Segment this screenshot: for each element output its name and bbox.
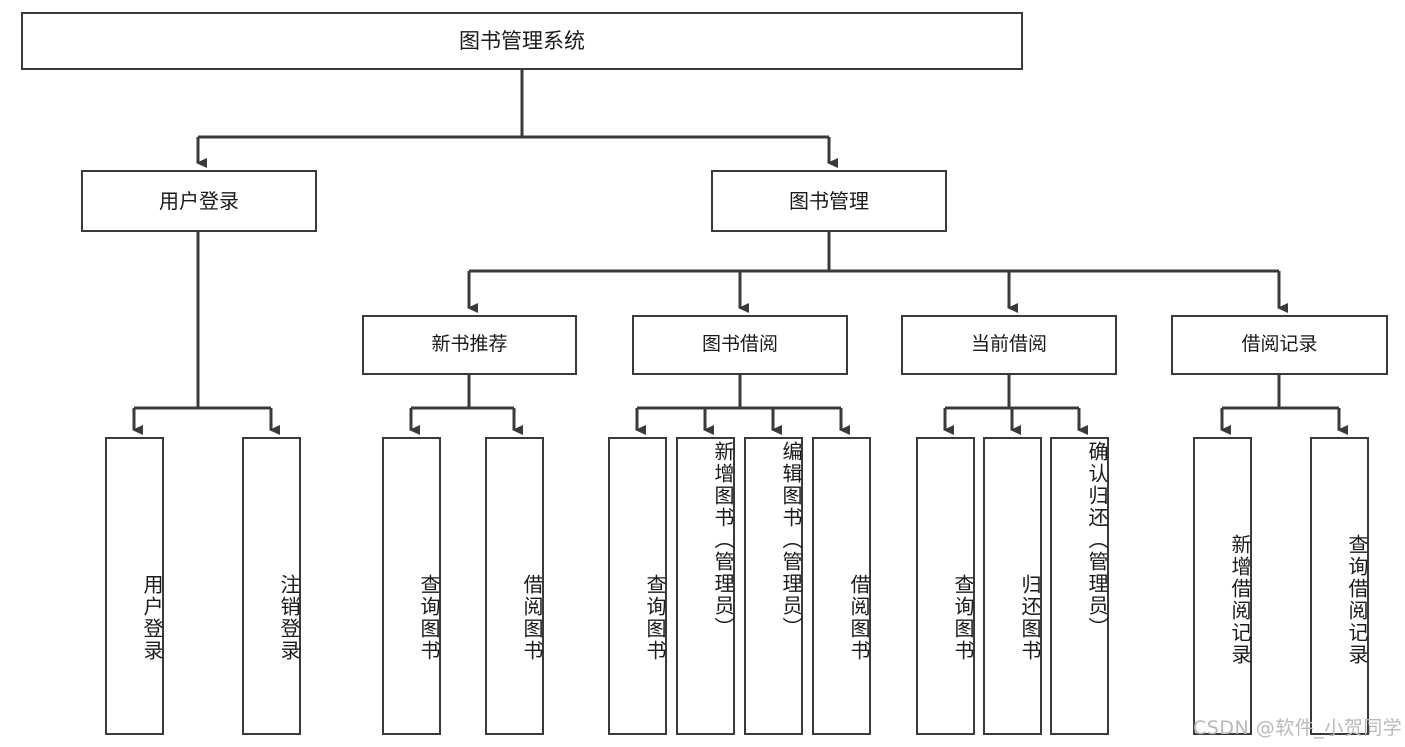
leaf-new-book-query-books[interactable]: 查询图书 (382, 437, 441, 735)
node-borrow-record[interactable]: 借阅记录 (1171, 315, 1388, 375)
node-label: 图书管理系统 (459, 28, 585, 53)
leaf-book-borrow-query-books[interactable]: 查询图书 (608, 437, 667, 735)
csdn-watermark: CSDN @软件_小贺同学 (1193, 717, 1403, 739)
leaf-borrow-record-query-record[interactable]: 查询借阅记录 (1310, 437, 1369, 735)
node-label: 当前借阅 (970, 333, 1047, 356)
leaf-current-borrow-return-books[interactable]: 归还图书 (983, 437, 1042, 735)
node-user-login[interactable]: 用户登录 (81, 170, 317, 232)
node-label: 编辑图书（管理员） (779, 441, 803, 639)
node-label: 借阅图书 (520, 574, 544, 662)
node-label: 用户登录 (159, 188, 239, 213)
node-label: 图书管理 (789, 188, 869, 213)
leaf-user-login-logout[interactable]: 注销登录 (242, 437, 301, 735)
node-label: 新增借阅记录 (1228, 534, 1252, 666)
node-label: 注销登录 (277, 574, 301, 662)
node-label: 新书推荐 (431, 333, 508, 356)
node-book-borrow[interactable]: 图书借阅 (632, 315, 848, 375)
node-label: 查询图书 (417, 574, 441, 662)
leaf-current-borrow-confirm-return-admin[interactable]: 确认归还（管理员） (1050, 437, 1109, 735)
node-label: 查询借阅记录 (1345, 534, 1369, 666)
node-label: 借阅图书 (847, 574, 871, 662)
node-book-management[interactable]: 图书管理 (711, 170, 947, 232)
node-label: 新增图书（管理员） (711, 441, 735, 639)
node-label: 确认归还（管理员） (1085, 441, 1109, 639)
node-label: 归还图书 (1018, 574, 1042, 662)
node-label: 查询图书 (951, 574, 975, 662)
leaf-book-borrow-edit-book-admin[interactable]: 编辑图书（管理员） (744, 437, 803, 735)
node-label: 图书借阅 (701, 333, 778, 356)
node-current-borrow[interactable]: 当前借阅 (901, 315, 1117, 375)
leaf-book-borrow-add-book-admin[interactable]: 新增图书（管理员） (676, 437, 735, 735)
leaf-current-borrow-query-books[interactable]: 查询图书 (916, 437, 975, 735)
leaf-new-book-borrow-books[interactable]: 借阅图书 (485, 437, 544, 735)
node-label: 用户登录 (140, 574, 164, 662)
node-root-book-management-system[interactable]: 图书管理系统 (21, 12, 1023, 70)
leaf-borrow-record-add-record[interactable]: 新增借阅记录 (1193, 437, 1252, 735)
leaf-book-borrow-borrow-books[interactable]: 借阅图书 (812, 437, 871, 735)
node-label: 借阅记录 (1241, 333, 1318, 356)
leaf-user-login-user-login[interactable]: 用户登录 (105, 437, 164, 735)
node-label: 查询图书 (643, 574, 667, 662)
node-new-book-recommend[interactable]: 新书推荐 (362, 315, 577, 375)
